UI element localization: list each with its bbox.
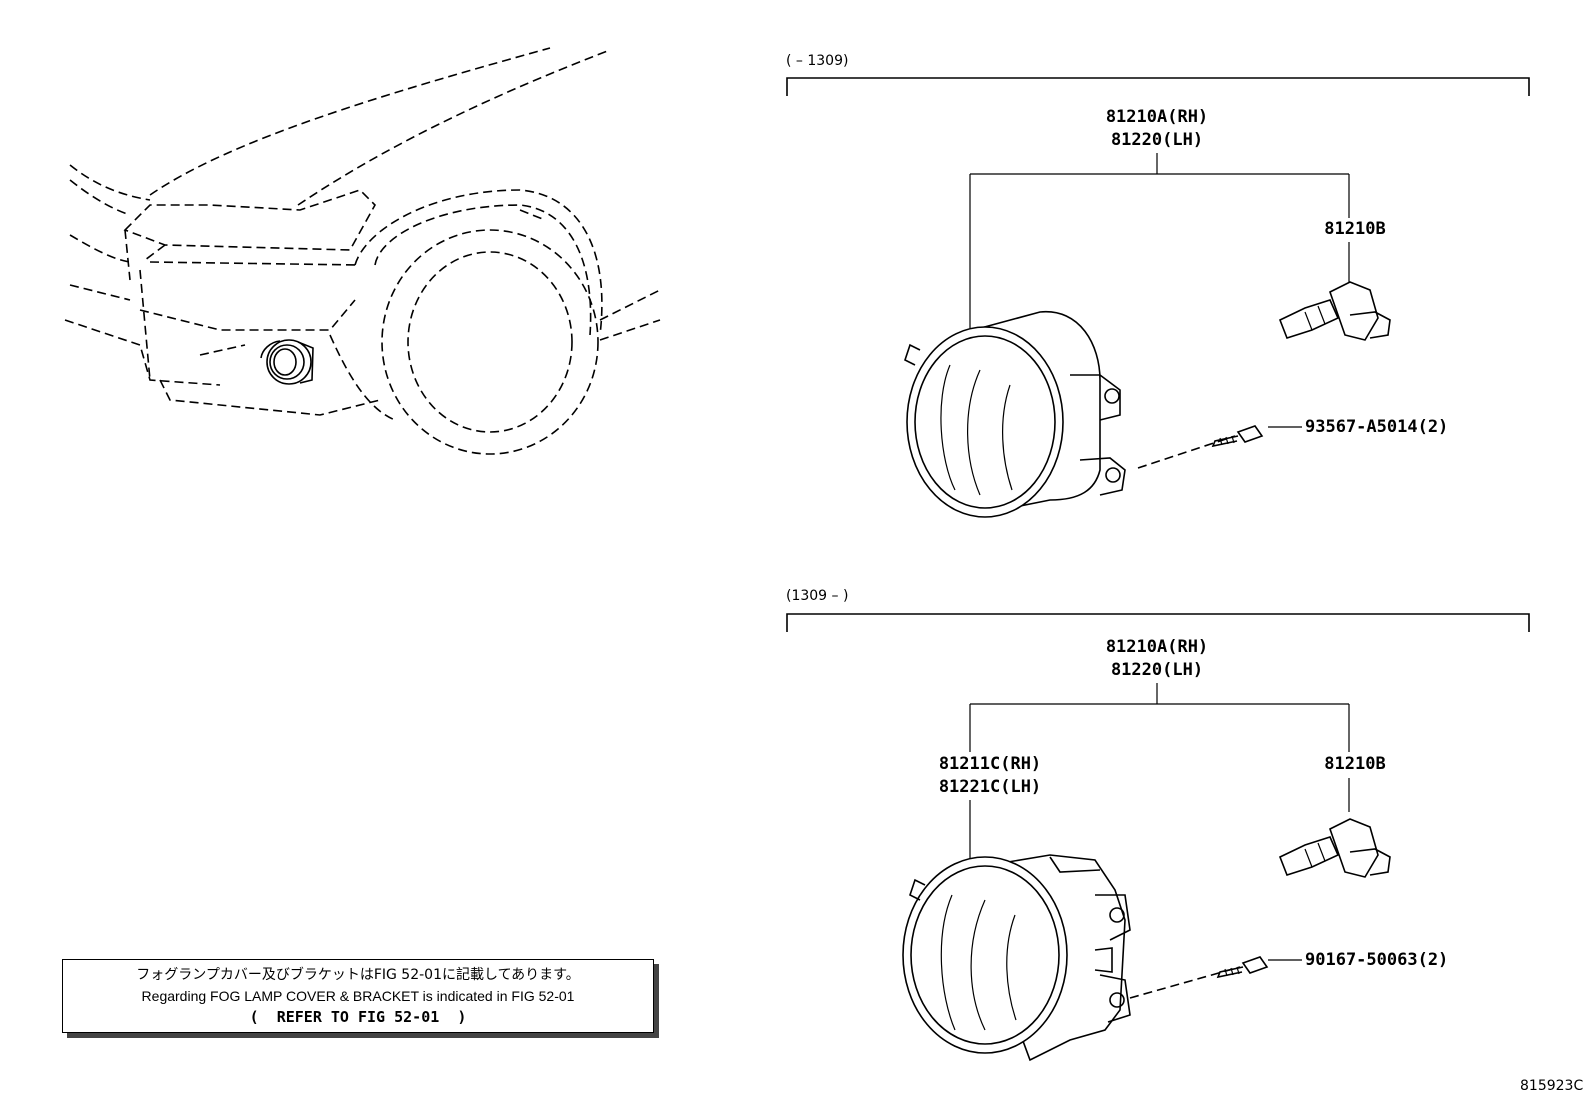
note-japanese-text: フォグランプカバー及びブラケットはFIG 52-01に記載してあります。 xyxy=(136,967,580,983)
bottom-range-label: (1309 – ) xyxy=(786,588,848,604)
top-bulb-label: 81210B xyxy=(1324,219,1385,239)
top-bulb-part xyxy=(1278,281,1391,341)
bottom-bulb-part xyxy=(1278,818,1391,878)
figure-code: 815923C xyxy=(1520,1078,1583,1094)
bottom-fog-lamp-unit xyxy=(902,854,1131,1062)
bottom-panel: (1309 – ) 81210A(RH) 81220(LH) 81211C(RH… xyxy=(786,588,1530,1062)
top-assembly-rh-label: 81210A(RH) xyxy=(1106,107,1208,127)
bottom-unit-rh-label: 81211C(RH) xyxy=(939,754,1041,774)
note-english-text: Regarding FOG LAMP COVER & BRACKET is in… xyxy=(141,988,575,1004)
bottom-screw-label: 90167-50063(2) xyxy=(1305,950,1448,970)
note-refer-text: ( REFER TO FIG 52-01 ) xyxy=(249,1008,467,1026)
car-front-illustration xyxy=(64,47,661,455)
top-range-label: ( – 1309) xyxy=(786,53,848,69)
top-leader-lines xyxy=(969,153,1350,428)
top-screw-label: 93567-A5014(2) xyxy=(1305,417,1448,437)
top-screw-part xyxy=(1137,425,1264,469)
bottom-leader-lines xyxy=(969,683,1350,961)
bottom-bracket xyxy=(786,613,1530,632)
top-bracket xyxy=(786,77,1530,96)
bottom-bulb-label: 81210B xyxy=(1324,754,1385,774)
bottom-assembly-lh-label: 81220(LH) xyxy=(1111,660,1203,680)
top-assembly-lh-label: 81220(LH) xyxy=(1111,130,1203,150)
top-fog-lamp-unit xyxy=(904,311,1126,518)
top-panel: ( – 1309) 81210A(RH) 81220(LH) 81210B 93… xyxy=(786,53,1530,518)
bottom-assembly-rh-label: 81210A(RH) xyxy=(1106,637,1208,657)
bottom-unit-lh-label: 81221C(LH) xyxy=(939,777,1041,797)
bottom-screw-part xyxy=(1129,956,1269,999)
reference-note-box: フォグランプカバー及びブラケットはFIG 52-01に記載してあります。 Reg… xyxy=(62,959,654,1033)
